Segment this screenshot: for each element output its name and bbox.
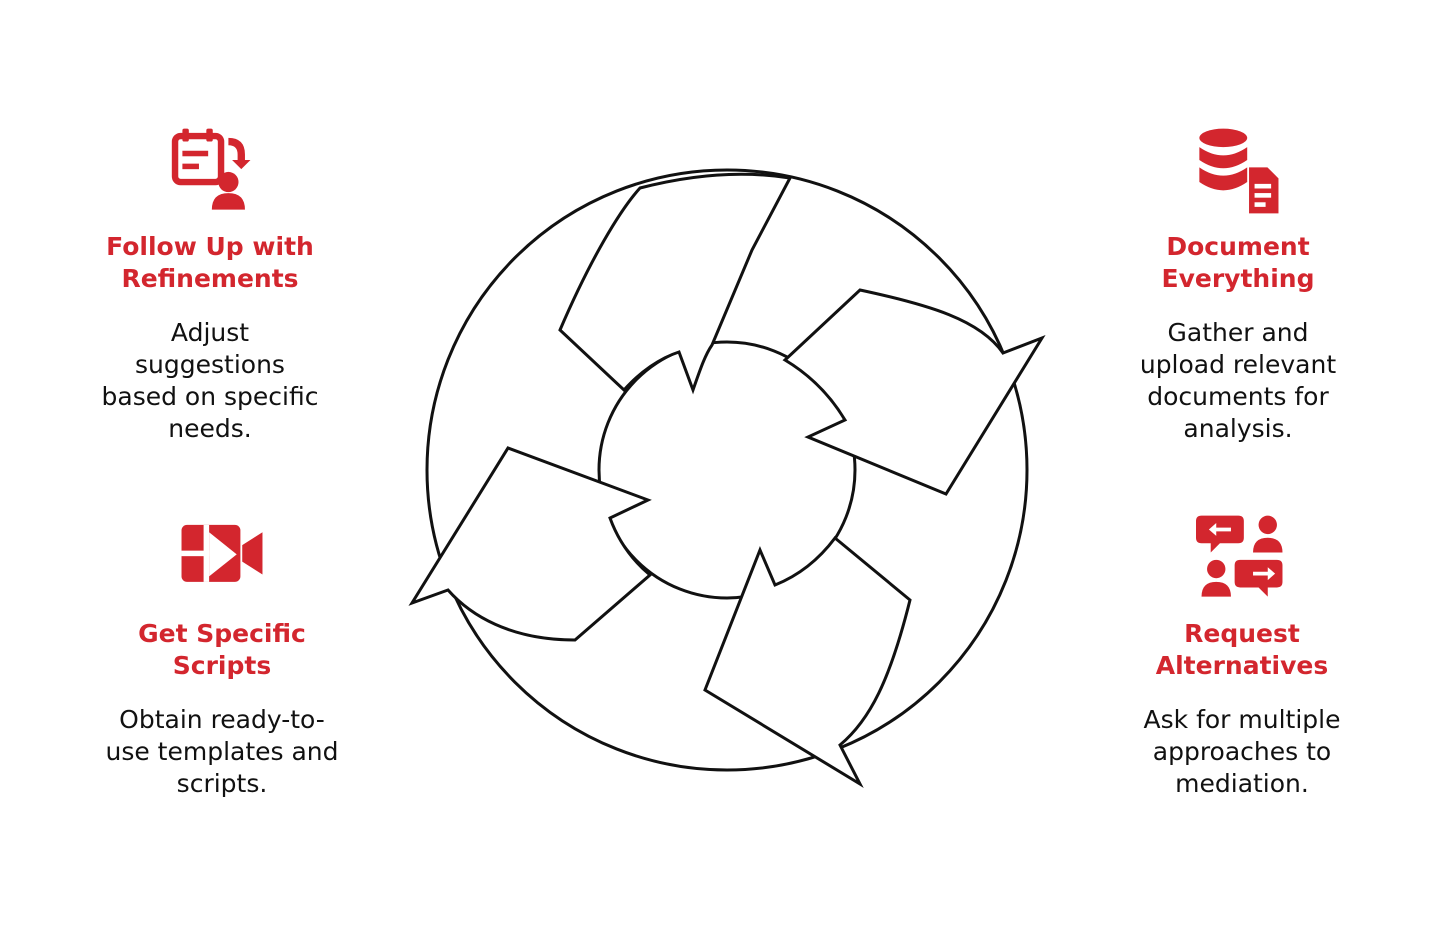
step-description: Adjust suggestions based on specific nee…	[60, 317, 360, 445]
database-document-icon	[1199, 128, 1279, 214]
desc-line: suggestions	[135, 350, 285, 379]
desc-line: Gather and	[1167, 318, 1309, 347]
title-line: Get Specific	[138, 619, 306, 648]
desc-line: use templates and	[105, 737, 339, 766]
step-document: Document Everything Gather and upload re…	[1088, 125, 1388, 445]
arrow-top	[558, 172, 793, 395]
desc-line: scripts.	[176, 769, 268, 798]
arrow-bottom	[703, 535, 912, 789]
step-description: Ask for multiple approaches to mediation…	[1092, 704, 1392, 800]
title-line: Alternatives	[1155, 651, 1329, 680]
conversation-icon	[1196, 515, 1283, 597]
title-line: Refinements	[121, 264, 299, 293]
desc-line: approaches to	[1152, 737, 1332, 766]
desc-line: upload relevant	[1139, 350, 1337, 379]
title-line: Follow Up with	[106, 232, 314, 261]
title-line: Everything	[1161, 264, 1315, 293]
step-follow-up: Follow Up with Refinements Adjust sugges…	[60, 125, 360, 445]
desc-line: mediation.	[1175, 769, 1309, 798]
inner-disc	[597, 340, 857, 600]
arrow-right	[782, 288, 1046, 496]
title-line: Document	[1166, 232, 1310, 261]
step-description: Gather and upload relevant documents for…	[1088, 317, 1388, 445]
title-line: Scripts	[172, 651, 272, 680]
desc-line: Ask for multiple	[1143, 705, 1341, 734]
step-title: Document Everything	[1088, 231, 1388, 295]
title-line: Request	[1184, 619, 1300, 648]
step-alternatives: Request Alternatives Ask for multiple ap…	[1092, 512, 1392, 800]
desc-line: documents for	[1147, 382, 1329, 411]
step-title: Get Specific Scripts	[72, 618, 372, 682]
step-title: Follow Up with Refinements	[60, 231, 360, 295]
step-title: Request Alternatives	[1092, 618, 1392, 682]
desc-line: Obtain ready-to-	[119, 705, 325, 734]
desc-line: analysis.	[1183, 414, 1293, 443]
desc-line: Adjust	[170, 318, 250, 347]
calendar-person-icon	[171, 128, 251, 210]
desc-line: needs.	[168, 414, 252, 443]
video-camera-icon	[181, 524, 263, 582]
arrow-left	[408, 446, 653, 642]
desc-line: based on specific	[101, 382, 319, 411]
step-scripts: Get Specific Scripts Obtain ready-to- us…	[72, 512, 372, 800]
step-description: Obtain ready-to- use templates and scrip…	[72, 704, 372, 800]
